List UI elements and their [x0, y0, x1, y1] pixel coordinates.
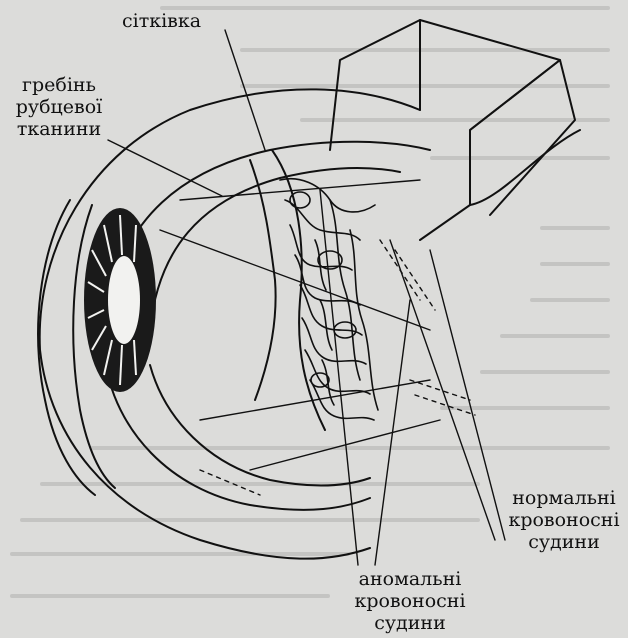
normal-vessels-leader-2 [430, 250, 505, 540]
iris [84, 208, 156, 392]
pupil [108, 256, 140, 344]
normal-vessels-leader-1 [390, 240, 495, 540]
label-scar-ridge-line: гребінь [8, 74, 110, 96]
tissue-block-outline [330, 20, 560, 240]
tissue-fold [470, 130, 580, 205]
retina-leader [225, 30, 265, 150]
scar-ridge-leader [108, 140, 222, 196]
label-normal-vessels-line: нормальні [500, 487, 628, 509]
label-abnormal-vessels-line: судини [350, 612, 470, 634]
tissue-block-edge [420, 20, 575, 215]
label-normal-vessels-line: судини [500, 531, 628, 553]
eye-wall-inner-lower [105, 360, 370, 510]
label-abnormal-vessels: аномальні кровоносні судини [350, 568, 470, 634]
eye-wall-inner [110, 142, 430, 300]
label-retina-text: сітківка [122, 10, 201, 32]
label-abnormal-vessels-line: кровоносні [350, 590, 470, 612]
label-abnormal-vessels-line: аномальні [350, 568, 470, 590]
cornea-outline [38, 200, 95, 495]
label-normal-vessels-line: кровоносні [500, 509, 628, 531]
label-scar-ridge: гребінь рубцевої тканини [8, 74, 110, 140]
retina-edge [250, 160, 276, 400]
vessel-network [280, 179, 378, 420]
label-scar-ridge-line: тканини [8, 118, 110, 140]
label-retina: сітківка [122, 10, 201, 32]
abnormal-vessels-leader-2 [375, 300, 410, 565]
label-scar-ridge-line: рубцевої [8, 96, 110, 118]
label-normal-vessels: нормальні кровоносні судини [500, 487, 628, 553]
